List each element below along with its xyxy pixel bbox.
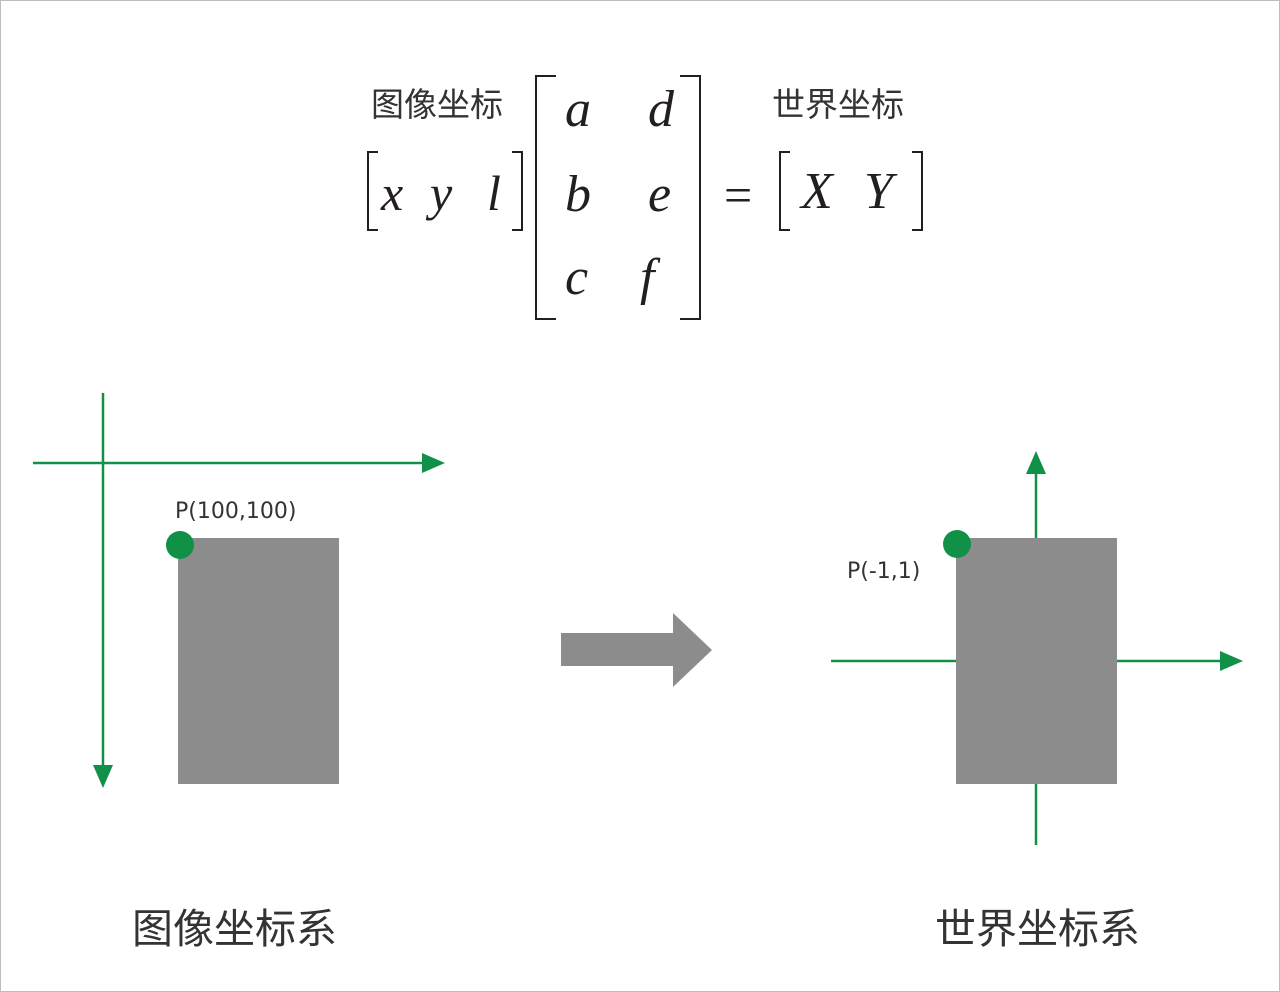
image-point-label: P(100,100) — [175, 499, 296, 524]
equals-sign: = — [724, 167, 752, 223]
image-coordinate-system: P(100,100) — [33, 393, 445, 788]
matrix-e: e — [648, 166, 671, 223]
image-y-arrow-icon — [93, 765, 113, 788]
matrix-a: a — [565, 81, 591, 138]
row-vector-left-bracket — [367, 151, 378, 231]
matrix-right-bracket — [680, 75, 701, 320]
world-rectangle — [956, 538, 1117, 784]
row-vector-right-bracket — [512, 151, 523, 231]
brackets — [367, 75, 923, 320]
world-coords-label: 世界坐标 — [772, 85, 904, 124]
result-Y: Y — [864, 163, 898, 220]
image-coords-caption: 图像坐标系 — [132, 905, 337, 953]
image-point-p — [166, 531, 194, 559]
image-x-arrow-icon — [422, 453, 445, 473]
result-left-bracket — [779, 151, 790, 231]
row-y: y — [425, 165, 453, 221]
image-coords-label: 图像坐标 — [371, 85, 503, 124]
world-point-label: P(-1,1) — [847, 559, 920, 584]
image-rectangle — [178, 538, 339, 784]
row-l: l — [487, 165, 501, 221]
world-x-arrow-icon — [1220, 651, 1243, 671]
matrix-b: b — [565, 166, 591, 223]
row-x: x — [380, 165, 403, 221]
matrix-left-bracket — [535, 75, 556, 320]
result-X: X — [799, 163, 835, 220]
result-right-bracket — [912, 151, 923, 231]
world-coordinate-system: P(-1,1) — [831, 451, 1243, 845]
world-point-p — [943, 530, 971, 558]
matrix-c: c — [565, 249, 588, 306]
world-y-arrow-icon — [1026, 451, 1046, 474]
world-coords-caption: 世界坐标系 — [935, 905, 1140, 953]
matrix-d: d — [648, 81, 675, 138]
transform-arrow-icon — [561, 613, 712, 687]
